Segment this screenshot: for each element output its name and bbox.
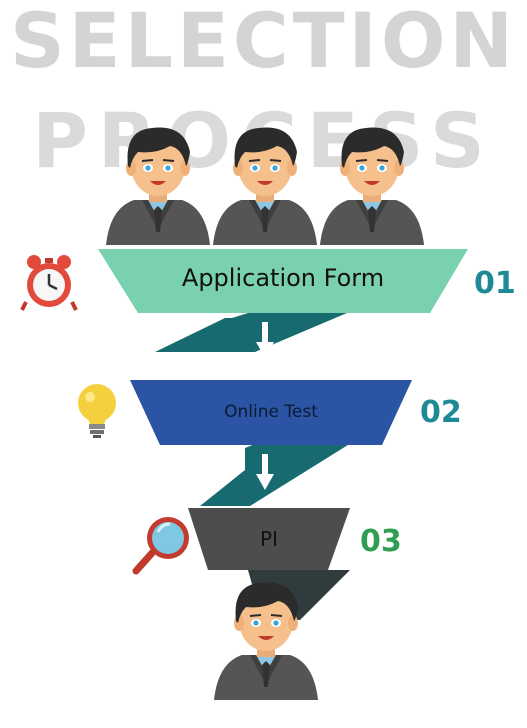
down-arrow-1 [256, 322, 274, 358]
candidate-avatar-1 [105, 126, 211, 246]
stage-1-label: Application Form [181, 264, 385, 292]
stage-1-funnel [98, 249, 468, 313]
stage-2-number: 02 [420, 395, 462, 430]
down-arrow-2 [256, 454, 274, 490]
stage-2-funnel [130, 380, 412, 445]
stage-3-funnel [188, 508, 350, 570]
stage-3-label: PI [260, 527, 278, 551]
candidate-avatar-2 [212, 126, 318, 246]
stage-3-number: 03 [360, 524, 402, 559]
stage-1-number: 01 [474, 266, 516, 301]
magnifier-icon [132, 517, 189, 575]
light-bulb-icon [78, 384, 116, 438]
candidate-avatar-3 [319, 126, 425, 246]
connector-band-2 [200, 430, 372, 506]
stage-2-label: Online Test [224, 402, 318, 422]
title-line-1: SELECTION [9, 0, 518, 85]
alarm-clock-icon [20, 255, 78, 311]
